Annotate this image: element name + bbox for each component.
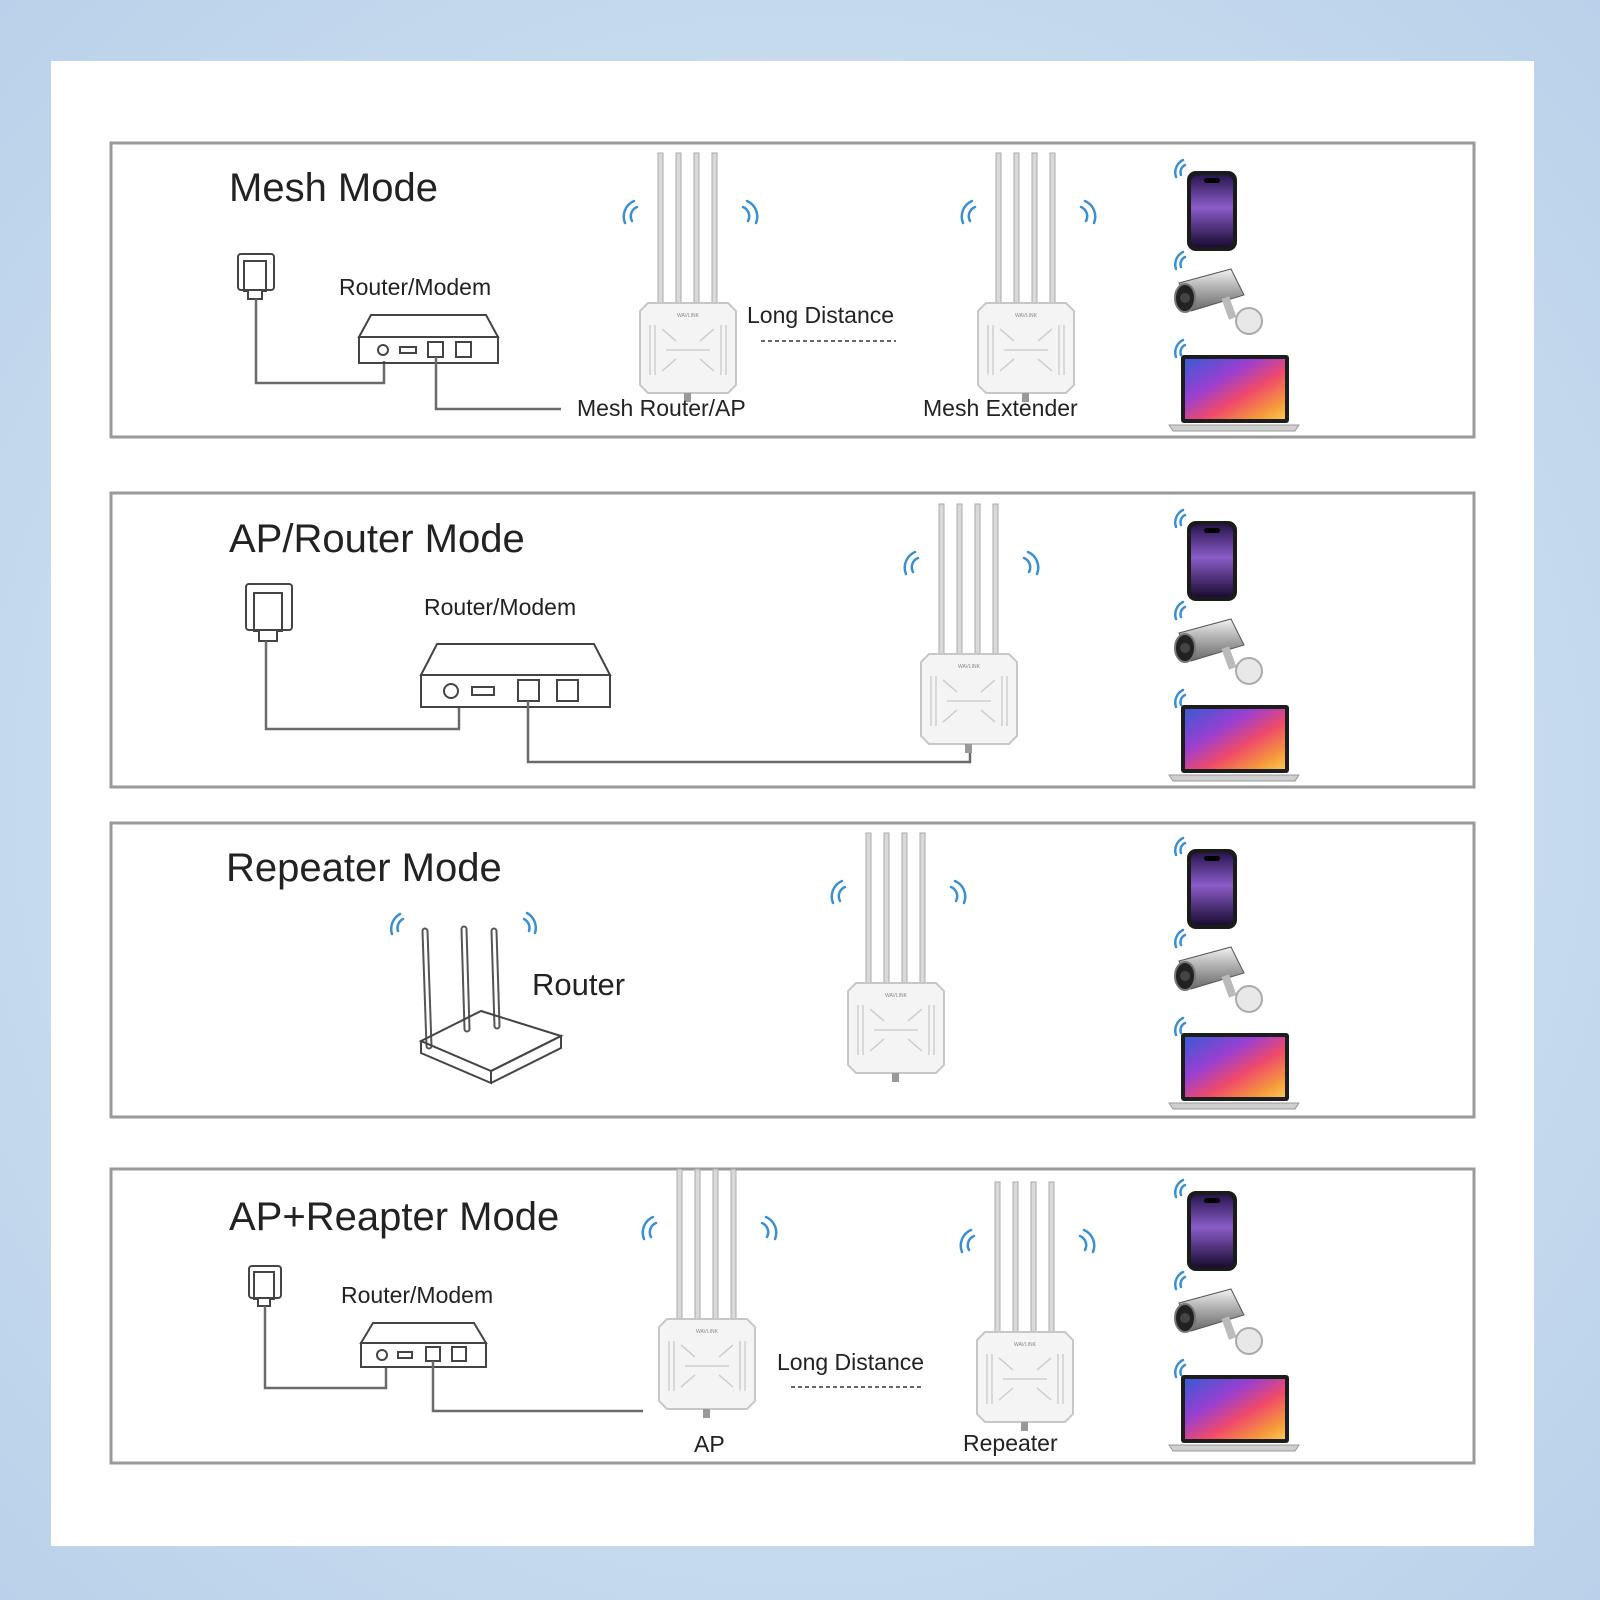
router-modem-label: Router/Modem [341, 1282, 493, 1308]
panel-repeater-mode: Repeater Mode Router [109, 821, 1476, 1119]
ethernet-cable [434, 357, 561, 411]
panel-title: Mesh Mode [229, 166, 438, 210]
home-router-icon [390, 911, 564, 1085]
router-modem-label: Router/Modem [339, 274, 491, 300]
modem-icon [419, 643, 612, 708]
power-cable [254, 299, 386, 385]
long-distance-label: Long Distance [747, 302, 894, 328]
panel-mesh-mode: Mesh Mode Router/Modem Mesh Router/AP Lo… [109, 141, 1476, 439]
router-label: Router [532, 967, 625, 1002]
diagram-canvas: Mesh Mode Router/Modem Mesh Router/AP Lo… [51, 61, 1534, 1546]
device1-label: AP [694, 1431, 725, 1457]
wall-socket-icon [237, 253, 275, 300]
wall-socket-icon [248, 1265, 282, 1307]
panel-title: AP/Router Mode [229, 517, 525, 561]
device2-label: Mesh Extender [923, 395, 1078, 421]
wall-socket-icon [245, 583, 293, 642]
panel-ap-router-mode: AP/Router Mode Router/Modem [109, 491, 1476, 789]
power-cable [263, 1306, 388, 1390]
router-modem-label: Router/Modem [424, 594, 576, 620]
modem-icon [359, 1322, 488, 1368]
device2-label: Repeater [963, 1430, 1058, 1456]
panel-ap-repeater-mode: AP+Reapter Mode Router/Modem AP Long Dis… [109, 1167, 1476, 1465]
power-cable [264, 641, 461, 731]
device1-label: Mesh Router/AP [577, 395, 746, 421]
panel-title: AP+Reapter Mode [229, 1195, 559, 1239]
long-distance-label: Long Distance [777, 1349, 924, 1375]
panel-title: Repeater Mode [226, 846, 502, 890]
ethernet-cable [431, 1361, 643, 1413]
